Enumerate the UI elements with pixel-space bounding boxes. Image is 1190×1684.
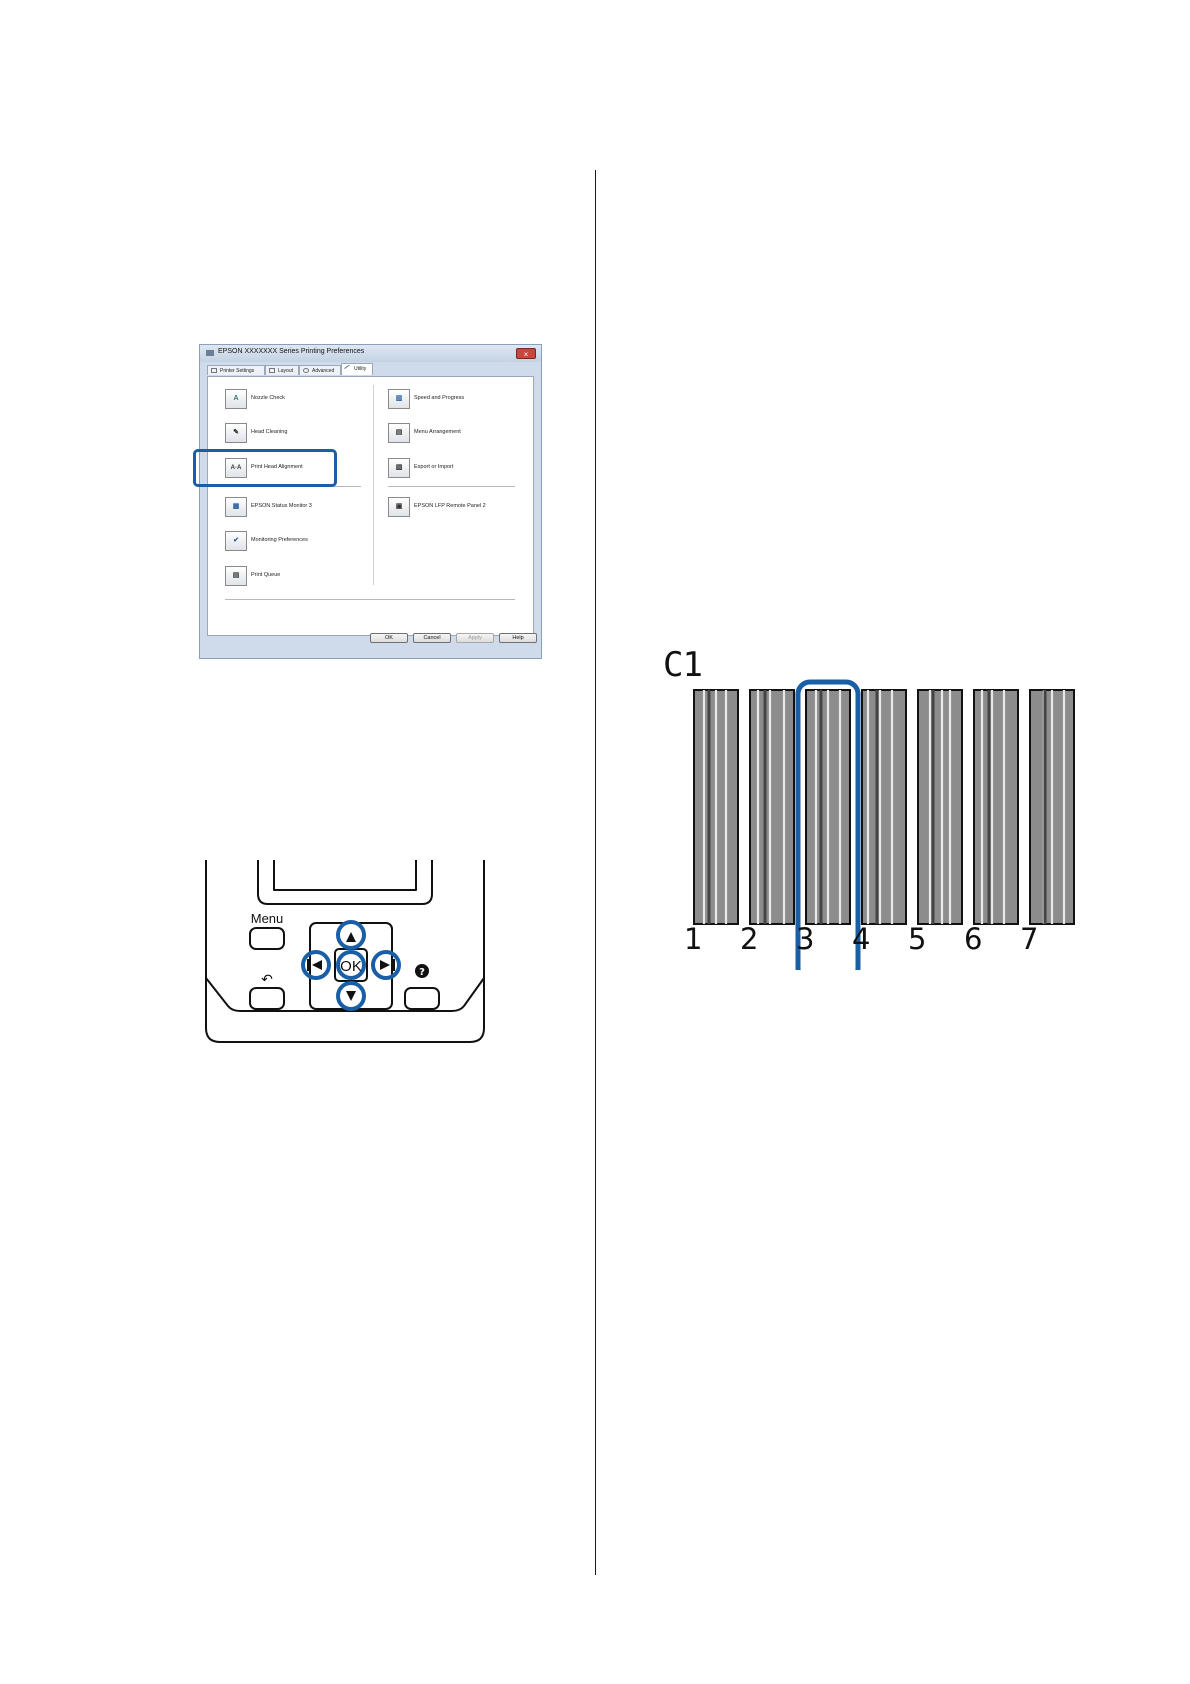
export-import-icon: ▧ [388,458,410,478]
nozzle-check-label: Nozzle Check [251,395,285,401]
menu-arrangement-icon: ▤ [388,423,410,443]
head-cleaning-label: Head Cleaning [251,429,288,435]
selected-pattern-highlight [795,679,861,970]
remote-panel-label: EPSON LFP Remote Panel 2 [414,503,486,509]
tab-layout[interactable]: Layout [265,365,299,375]
remote-panel-icon: ▣ [388,497,410,517]
layout-icon [269,368,275,373]
column-divider [595,170,596,1575]
print-head-alignment-icon: A·A [225,458,247,478]
pattern-number-5: 5 [908,922,927,956]
help-label: ? [419,967,425,978]
pattern-number-1: 1 [684,922,703,956]
ok-button[interactable]: OK [370,633,408,643]
advanced-icon [303,368,309,373]
pattern-bar-2 [749,689,795,925]
dialog-titlebar: EPSON XXXXXXX Series Printing Preference… [200,345,541,362]
menu-arrangement-label: Menu Arrangement [414,429,461,435]
wrench-icon [344,364,352,373]
pattern-label: C1 [663,645,703,685]
pattern-number-4: 4 [852,922,871,956]
tab-printer-settings[interactable]: Printer Settings [207,365,265,375]
down-arrow-icon [346,991,356,1001]
help-circle-icon [415,964,429,978]
printer-app-icon [206,350,214,356]
cancel-button[interactable]: Cancel [413,633,451,643]
right-arrow-icon [380,960,390,970]
back-button [249,987,285,1010]
dialog-title: EPSON XXXXXXX Series Printing Preference… [218,348,365,355]
status-monitor-icon: ▦ [225,497,247,517]
print-head-alignment-label: Print Head Alignment [251,464,303,470]
utility-panel: A Nozzle Check ✎ Head Cleaning A·A Print… [207,376,534,636]
printer-settings-icon [211,368,217,373]
nozzle-check-icon: A [225,389,247,409]
back-icon: ↶ [261,972,273,988]
apply-button[interactable]: Apply [456,633,494,643]
tab-utility[interactable]: Utility [341,363,373,375]
pattern-bar-4 [861,689,907,925]
column-separator [373,385,374,585]
alignment-pattern [693,679,1075,970]
export-import-label: Export or Import [414,464,454,470]
right-separator [388,486,515,487]
print-queue-label: Print Queue [251,572,281,578]
pattern-bar-5 [917,689,963,925]
print-queue-icon: ▤ [225,566,247,586]
pattern-number-7: 7 [1020,922,1039,956]
print-head-alignment-highlight [193,449,337,487]
status-monitor-label: EPSON Status Monitor 3 [251,503,312,509]
ok-label: OK [340,958,362,975]
menu-label: Menu [251,911,284,926]
monitoring-preferences-label: Monitoring Preferences [251,537,308,543]
speed-progress-label: Speed and Progress [414,395,465,401]
tab-label: Advanced [312,368,335,374]
pattern-number-6: 6 [964,922,983,956]
tab-label: Layout [278,368,294,374]
left-arrow-icon [312,960,322,970]
head-cleaning-icon: ✎ [225,423,247,443]
menu-button [249,927,285,950]
pattern-number-2: 2 [740,922,759,956]
help-button[interactable]: Help [499,633,537,643]
control-panel-illustration: Menu OK ↶ ? [205,860,485,1043]
monitoring-preferences-icon: ✔ [225,531,247,551]
speed-progress-icon: ▥ [388,389,410,409]
pattern-bar-6 [973,689,1019,925]
help-key [404,987,440,1010]
tab-label: Utility [354,366,367,372]
tab-label: Printer Settings [220,368,255,374]
up-arrow-icon [346,932,356,942]
bottom-separator [225,599,515,600]
printing-preferences-dialog: EPSON XXXXXXX Series Printing Preference… [199,344,542,659]
close-button[interactable]: × [516,348,536,359]
pattern-number-3: 3 [796,922,815,956]
tab-advanced[interactable]: Advanced [299,365,341,375]
